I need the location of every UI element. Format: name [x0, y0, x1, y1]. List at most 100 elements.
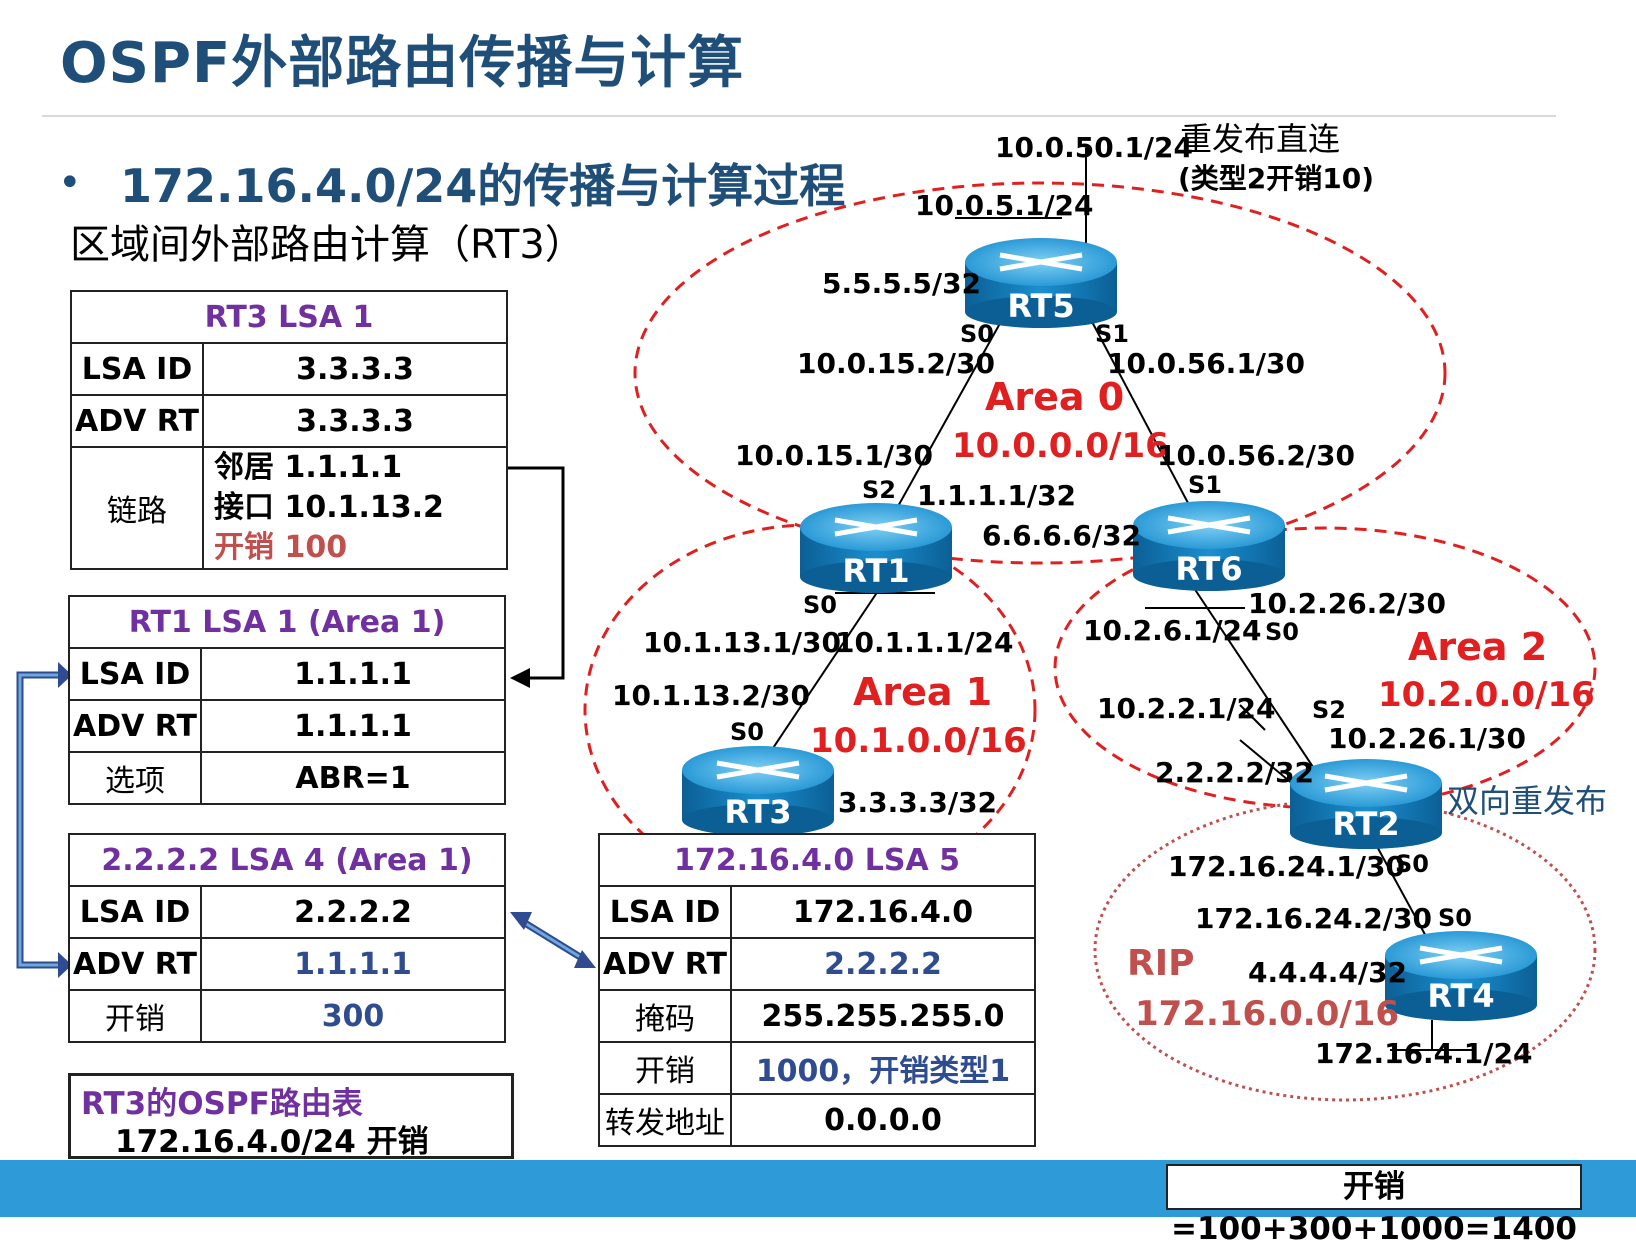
router-rt4-icon [1385, 931, 1537, 1021]
area2-net: 10.2.0.0/16 [1378, 675, 1595, 715]
subtitle: 区域间外部路由计算（RT3） [70, 222, 585, 268]
rt5-loopback-label: 5.5.5.5/32 [822, 267, 981, 300]
rt2-s2-ip-label: 10.2.26.1/30 [1328, 722, 1526, 755]
lsa4-lsa5-arrow [510, 912, 596, 968]
route-entry-prefix: 172.16.4.0/24 开销 [115, 1124, 429, 1160]
lsa4-cost-value: 300 [200, 989, 506, 1043]
router-rt4-label: RT4 [1427, 977, 1494, 1015]
rt3-loopback-label: 3.3.3.3/32 [838, 786, 997, 819]
rt5-lan-label: 10.0.50.1/24 [995, 131, 1193, 164]
network-links [754, 148, 1475, 1051]
area1-label: Area 1 [853, 670, 992, 714]
area2-label: Area 2 [1408, 625, 1547, 669]
area0-net: 10.0.0.0/16 [952, 426, 1169, 466]
router-rt5-icon [965, 238, 1117, 328]
rt6-loopback-label: 6.6.6.6/32 [982, 519, 1141, 552]
rt1-lsa1-options-value: ABR=1 [200, 751, 506, 805]
bullet-marker: • [58, 160, 82, 206]
rt3-lsa1-links-label: 链路 [70, 446, 204, 570]
rt6-s0-label: S0 [1265, 618, 1299, 646]
rt3-lsa1-advrt-value: 3.3.3.3 [202, 394, 508, 448]
lsa5-lsaid-label: LSA ID [598, 885, 732, 939]
rt2-loopback-label: 2.2.2.2/32 [1155, 756, 1314, 789]
network-diagram: RT5 RT1 RT6 RT3 RT2 RT4 Area 0 10.0.0.0/… [16, 120, 1607, 1102]
lsa4-cost-label: 开销 [68, 989, 202, 1043]
title-divider [42, 115, 1556, 117]
rt2-s2-label: S2 [1312, 696, 1346, 724]
rt3-lsa1-lsaid-value: 3.3.3.3 [202, 342, 508, 396]
lsa5-cost-value: 1000，开销类型1 [730, 1041, 1036, 1095]
lsa5-fwd-label: 转发地址 [598, 1093, 732, 1147]
rt3-s0-label: S0 [730, 718, 764, 746]
rt1-lsa1-header: RT1 LSA 1 (Area 1) [68, 595, 506, 649]
rt5-net-label: 10.0.5.1/24 [915, 189, 1094, 222]
lsa5-mask-value: 255.255.255.0 [730, 989, 1036, 1043]
abr-link-arrow [16, 662, 72, 978]
rt2-redist-label: 双向重发布 [1447, 782, 1607, 820]
rt1-lsa1-lsaid-label: LSA ID [68, 647, 202, 701]
rt5-redist-cost-label: (类型2开销10) [1178, 162, 1374, 195]
rt6-lan-label: 10.2.6.1/24 [1083, 614, 1262, 647]
lsa4-advrt-label: ADV RT [68, 937, 202, 991]
router-rt6-icon [1133, 501, 1285, 591]
route-table-title: RT3的OSPF路由表 [81, 1086, 363, 1122]
rt6-s1-ip-label: 10.0.56.2/30 [1157, 439, 1355, 472]
rip-label: RIP [1127, 943, 1195, 984]
router-rt5-label: RT5 [1007, 287, 1074, 325]
router-rt3-label: RT3 [724, 793, 791, 831]
rt4-loopback-label: 4.4.4.4/32 [1248, 956, 1407, 989]
rt5-redist-label: 重发布直连 [1180, 120, 1340, 158]
rt3-route-table: RT3的OSPF路由表 172.16.4.0/24 开销1400 [68, 1073, 514, 1197]
rt2-lan-label: 10.2.2.1/24 [1097, 692, 1276, 725]
router-rt6-label: RT6 [1175, 550, 1242, 588]
area0-boundary [633, 181, 1447, 565]
rt4-lan-label: 172.16.4.1/24 [1315, 1037, 1532, 1070]
rt1-lsa1-advrt-label: ADV RT [68, 699, 202, 753]
rt2-s0-label: S0 [1395, 850, 1429, 878]
rt5-s0-label: S0 [960, 320, 994, 348]
page-title: OSPF外部路由传播与计算 [60, 31, 745, 96]
rt1-s0-ip-label: 10.1.13.1/30 [643, 626, 841, 659]
rt1-loopback-label: 1.1.1.1/32 [917, 479, 1076, 512]
rt3-lsa1-advrt-label: ADV RT [70, 394, 204, 448]
rip-net: 172.16.0.0/16 [1135, 994, 1399, 1034]
lsa4-header: 2.2.2.2 LSA 4 (Area 1) [68, 833, 506, 887]
router-rt3-icon [682, 746, 834, 836]
link-neighbor: 邻居 1.1.1.1 [214, 450, 403, 485]
bullet-heading: 172.16.4.0/24的传播与计算过程 [120, 159, 846, 213]
rt1-lsa1-advrt-value: 1.1.1.1 [200, 699, 506, 753]
rt5-s0-ip-label: 10.0.15.2/30 [797, 347, 995, 380]
link-interface: 接口 10.1.13.2 [214, 490, 444, 525]
router-rt1-icon [800, 503, 952, 593]
rt3-lsa1-links-cell: 邻居 1.1.1.1 接口 10.1.13.2 开销 100 [202, 446, 508, 570]
rt6-s0-ip-label: 10.2.26.2/30 [1248, 587, 1446, 620]
rt5-s1-label: S1 [1095, 320, 1129, 348]
rip-boundary [1093, 798, 1597, 1102]
rt5-s1-ip-label: 10.0.56.1/30 [1107, 347, 1305, 380]
rt3-s0-ip-label: 10.1.13.2/30 [612, 679, 810, 712]
lsa5-advrt-value: 2.2.2.2 [730, 937, 1036, 991]
lsa5-lsaid-value: 172.16.4.0 [730, 885, 1036, 939]
router-rt2-icon [1290, 759, 1442, 849]
lsa5-header: 172.16.4.0 LSA 5 [598, 833, 1036, 887]
lsa4-lsaid-label: LSA ID [68, 885, 202, 939]
rt1-s2-ip-label: 10.0.15.1/30 [735, 439, 933, 472]
router-rt2-label: RT2 [1332, 805, 1399, 843]
lsa4-advrt-value: 1.1.1.1 [200, 937, 506, 991]
area1-net: 10.1.0.0/16 [810, 721, 1027, 761]
rt4-s0-label: S0 [1438, 904, 1472, 932]
rt6-s1-label: S1 [1188, 471, 1222, 499]
rt4-s0-ip-label: 172.16.24.2/30 [1195, 902, 1432, 935]
rt1-s2-label: S2 [862, 476, 896, 504]
lsa5-mask-label: 掩码 [598, 989, 732, 1043]
rt1-lan-label: 10.1.1.1/24 [835, 626, 1014, 659]
lsa4-lsaid-value: 2.2.2.2 [200, 885, 506, 939]
rt1-s0-label: S0 [803, 591, 837, 619]
area0-label: Area 0 [985, 375, 1124, 419]
rt3-lsa1-lsaid-label: LSA ID [70, 342, 204, 396]
link-cost: 开销 100 [214, 530, 348, 565]
